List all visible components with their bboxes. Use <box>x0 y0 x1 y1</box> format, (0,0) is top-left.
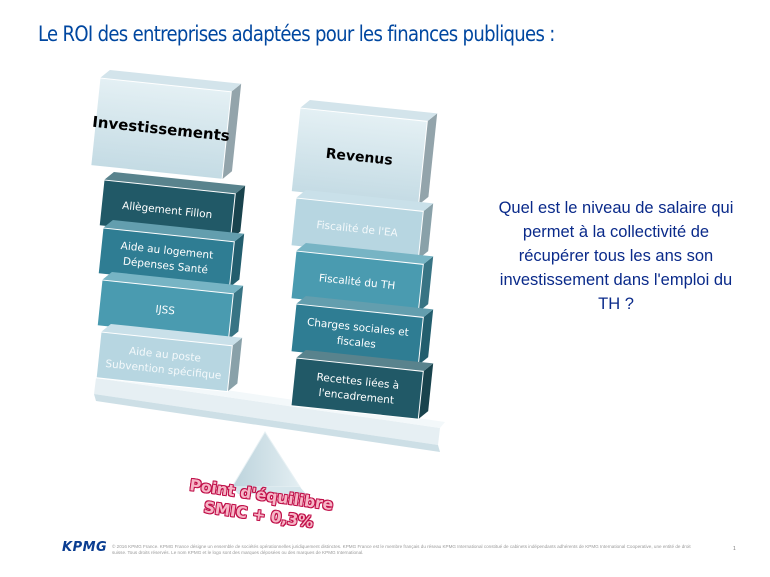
revenue-item-2: Fiscalité du TH <box>290 242 434 313</box>
investments-header: Investissements <box>90 69 242 180</box>
key-question: Quel est le niveau de salaire qui permet… <box>498 199 734 313</box>
revenues-header: Revenus <box>290 99 438 206</box>
investment-item-3-text: IJSS <box>155 303 176 317</box>
slide-title: Le ROI des entreprises adaptées pour les… <box>38 22 555 46</box>
revenue-item-1: Fiscalité de l'EA <box>290 189 434 260</box>
revenue-item-3-text: fiscales <box>336 335 376 351</box>
revenues-header-text: Revenus <box>325 146 393 169</box>
legal-footer: © 2016 KPMG France. KPMG France désigne … <box>112 544 691 555</box>
fulcrum-triangle <box>231 431 306 494</box>
revenue-item-4: Recettes liées àl'encadrement <box>290 349 434 420</box>
investment-item-3: IJSS <box>96 271 244 341</box>
page-number: 1 <box>733 546 736 552</box>
kpmg-logo: KPMG <box>62 540 108 555</box>
